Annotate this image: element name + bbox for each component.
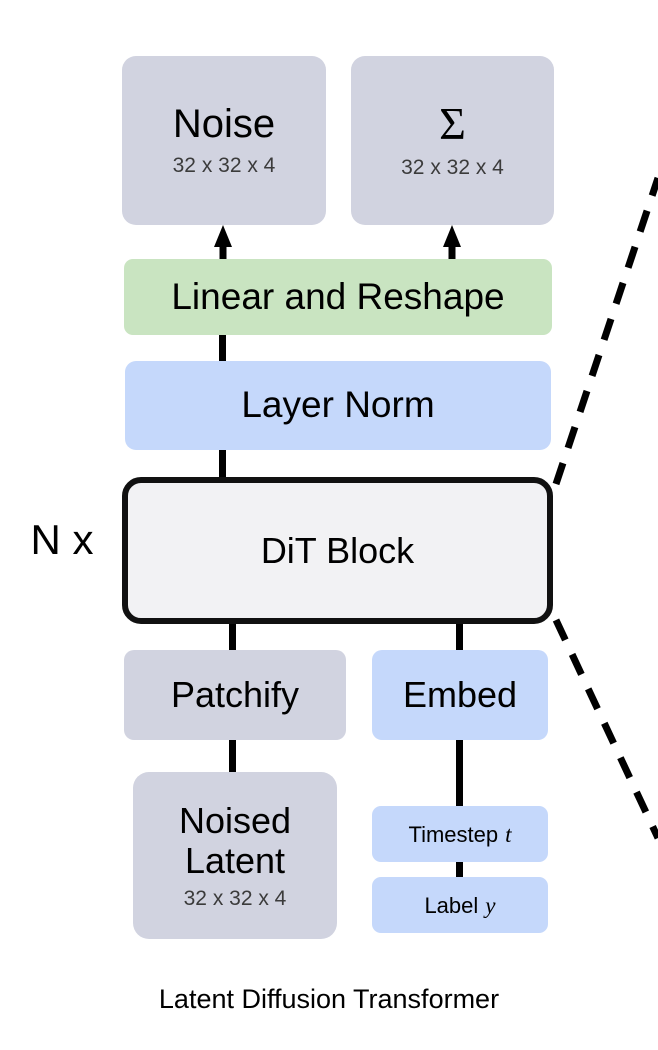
node-dit-block: DiT Block: [122, 477, 553, 624]
node-linear-and-reshape-title: Linear and Reshape: [171, 275, 505, 317]
connector-dit-to-layernorm: [219, 449, 226, 481]
callout-line-lower: [552, 618, 658, 840]
node-noised-latent-title-line2: Latent: [184, 840, 286, 882]
node-timestep-variable: t: [505, 820, 512, 847]
connector-label-to-timestep: [456, 859, 463, 881]
node-layer-norm-title: Layer Norm: [241, 384, 435, 426]
connector-patchify-to-dit: [229, 620, 236, 654]
node-sigma: Σ 32 x 32 x 4: [351, 56, 554, 225]
node-patchify-title: Patchify: [170, 674, 300, 716]
connector-timestep-to-embed: [456, 738, 463, 810]
node-noise-shape: 32 x 32 x 4: [172, 154, 276, 178]
node-sigma-shape: 32 x 32 x 4: [401, 156, 504, 180]
node-dit-block-title: DiT Block: [260, 529, 415, 571]
node-noised-latent-shape: 32 x 32 x 4: [183, 886, 287, 910]
arrow-linear-to-sigma: [443, 225, 461, 259]
figure-caption: Latent Diffusion Transformer: [158, 984, 500, 1014]
node-timestep-label: Timestep: [408, 821, 499, 847]
node-layer-norm: Layer Norm: [125, 361, 551, 450]
node-embed: Embed: [372, 650, 548, 740]
node-patchify: Patchify: [124, 650, 346, 740]
node-label-label: Label: [424, 892, 479, 918]
node-linear-and-reshape: Linear and Reshape: [124, 259, 552, 335]
node-sigma-title: Σ: [439, 98, 466, 150]
connector-layernorm-to-linear: [219, 335, 226, 362]
callout-line-upper: [552, 176, 658, 486]
node-embed-title: Embed: [402, 674, 518, 716]
arrow-linear-to-noise: [214, 225, 232, 259]
connector-latent-to-patchify: [229, 738, 236, 776]
node-noised-latent: Noised Latent 32 x 32 x 4: [133, 772, 337, 939]
node-noise-title: Noise: [172, 102, 276, 147]
node-label-variable: y: [485, 891, 496, 918]
repeat-count-label: N x: [30, 516, 94, 563]
node-noise: Noise 32 x 32 x 4: [122, 56, 326, 225]
node-noised-latent-title-line1: Noised: [178, 800, 292, 842]
connector-embed-to-dit: [456, 620, 463, 654]
